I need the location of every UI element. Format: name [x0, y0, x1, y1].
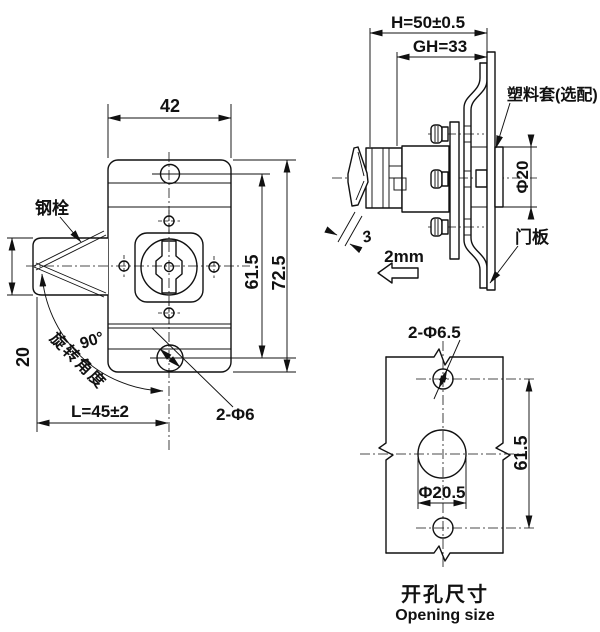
- dim-hole-span: 61.5: [242, 254, 262, 289]
- opening-bottom-hole: [432, 517, 454, 539]
- opening-dimensions: [417, 339, 533, 529]
- door-panel: [486, 51, 496, 291]
- travel-arrow-icon: [377, 262, 419, 284]
- dim-opening-hole-span: 61.5: [511, 435, 531, 470]
- dim-height: 72.5: [269, 255, 289, 290]
- dim-wing-thickness: 3: [360, 228, 373, 247]
- dim-cylinder-diameter: Φ20: [513, 161, 532, 194]
- side-lock-assembly: [347, 51, 504, 291]
- plastic-sleeve: [494, 146, 504, 208]
- dim-width: 42: [160, 96, 180, 116]
- opening-size-view: 2-Φ6.5 61.5 Φ20.5 开孔尺寸 Opening size: [360, 323, 535, 624]
- label-door-panel: 门板: [515, 227, 550, 247]
- front-view: 42 61.5 72.5 20 钢栓 90° 旋转角度 L=45±2 2-Φ6: [7, 96, 296, 452]
- label-plastic-sleeve: 塑料套(选配): [507, 85, 598, 104]
- label-front-holes: 2-Φ6: [216, 405, 255, 424]
- caption-opening-size-zh: 开孔尺寸: [401, 583, 489, 606]
- dim-grip-depth: GH=33: [413, 37, 467, 56]
- opening-plate: [360, 341, 535, 568]
- opening-center-hole: [417, 429, 467, 479]
- dim-center-hole-diameter: Φ20.5: [418, 483, 465, 502]
- dim-latch-height: 20: [13, 347, 33, 367]
- side-view: H=50±0.5 GH=33 塑料套(选配) Φ20 门板 3 2mm: [324, 13, 598, 291]
- rotation-arc: [39, 273, 164, 394]
- side-dimensions: [324, 28, 537, 284]
- label-travel: 2mm: [384, 247, 424, 266]
- label-opening-holes: 2-Φ6.5: [408, 323, 461, 342]
- cam-face-square: [134, 232, 204, 303]
- front-lock-body: [26, 152, 296, 452]
- front-dimensions: [7, 104, 296, 432]
- back-plate: [449, 121, 460, 260]
- cam-face-circle: [140, 238, 198, 296]
- label-rotation-value: 90°: [78, 329, 106, 353]
- key-cam: [155, 240, 183, 294]
- label-steel-bolt: 钢栓: [35, 198, 69, 218]
- dim-install-length: L=45±2: [71, 402, 129, 421]
- opening-top-hole: [432, 368, 454, 390]
- front-small-holes: [118, 210, 220, 324]
- caption-opening-size-en: Opening size: [395, 607, 495, 624]
- dim-total-depth: H=50±0.5: [391, 13, 465, 32]
- wing-knob: [347, 146, 369, 207]
- mounting-bracket: [463, 62, 488, 289]
- clamp-screws: [428, 124, 484, 237]
